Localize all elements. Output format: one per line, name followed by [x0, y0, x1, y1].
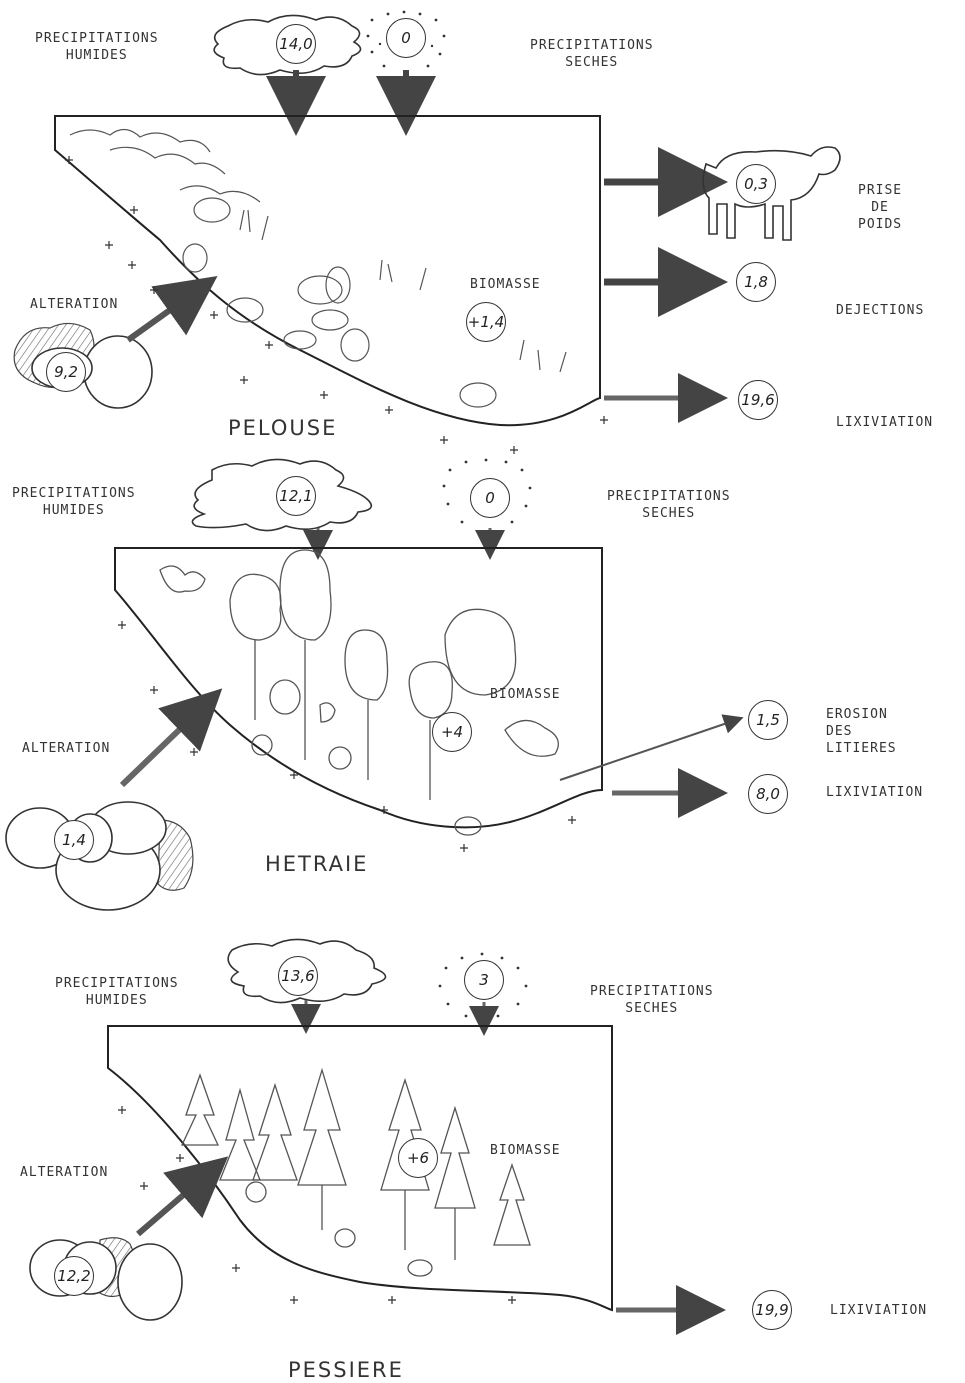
- alteration-label: ALTERATION: [20, 1164, 108, 1181]
- ecosystem-frame-pessiere: [108, 1026, 612, 1310]
- dry-precipitation-label: PRECIPITATIONS SECHES: [530, 37, 654, 71]
- wet-precipitation-value: 14,0: [276, 24, 316, 64]
- wet-precipitation-label: PRECIPITATIONS HUMIDES: [35, 30, 159, 64]
- dry-precipitation-value: 3: [464, 960, 504, 1000]
- dry-precipitation-label: PRECIPITATIONS SECHES: [607, 488, 731, 522]
- dry-precipitation-value: 0: [386, 18, 426, 58]
- biomass-value: +4: [432, 712, 472, 752]
- wet-precipitation-label: PRECIPITATIONS HUMIDES: [12, 485, 136, 519]
- panel-pelouse-drawing: [14, 11, 840, 454]
- litter-erosion-value: 1,5: [748, 700, 788, 740]
- wet-precipitation-label: PRECIPITATIONS HUMIDES: [55, 975, 179, 1009]
- dejections-value: 1,8: [736, 262, 776, 302]
- panel-title: PELOUSE: [228, 416, 337, 440]
- leaching-value: 8,0: [748, 774, 788, 814]
- weight-gain-label: PRISE DE POIDS: [858, 182, 902, 233]
- leaching-value: 19,9: [752, 1290, 792, 1330]
- wet-precipitation-value: 13,6: [278, 956, 318, 996]
- panel-title: HETRAIE: [265, 852, 368, 876]
- bedrock-hetraie: [6, 802, 193, 910]
- wet-precipitation-value: 12,1: [276, 476, 316, 516]
- alteration-value: 9,2: [46, 352, 86, 392]
- bedrock-pessiere: [30, 1238, 182, 1320]
- alteration-value: 12,2: [54, 1256, 94, 1296]
- biomass-value: +1,4: [466, 302, 506, 342]
- biomass-value: +6: [398, 1138, 438, 1178]
- biomass-label: BIOMASSE: [490, 1142, 561, 1159]
- litter-erosion-label: EROSION DES LITIERES: [826, 706, 897, 757]
- alteration-value: 1,4: [54, 820, 94, 860]
- biomass-label: BIOMASSE: [490, 686, 561, 703]
- panel-hetraie-drawing: [6, 459, 736, 910]
- dry-precipitation-value: 0: [470, 478, 510, 518]
- biomass-label: BIOMASSE: [470, 276, 541, 293]
- weight-gain-value: 0,3: [736, 164, 776, 204]
- dry-precipitation-label: PRECIPITATIONS SECHES: [590, 983, 714, 1017]
- alteration-label: ALTERATION: [22, 740, 110, 757]
- panel-title: PESSIERE: [288, 1358, 404, 1382]
- leaching-label: LIXIVIATION: [826, 784, 923, 801]
- leaching-value: 19,6: [738, 380, 778, 420]
- leaching-label: LIXIVIATION: [830, 1302, 927, 1319]
- dejections-label: DEJECTIONS: [836, 302, 924, 319]
- alteration-label: ALTERATION: [30, 296, 118, 313]
- leaching-label: LIXIVIATION: [836, 414, 933, 431]
